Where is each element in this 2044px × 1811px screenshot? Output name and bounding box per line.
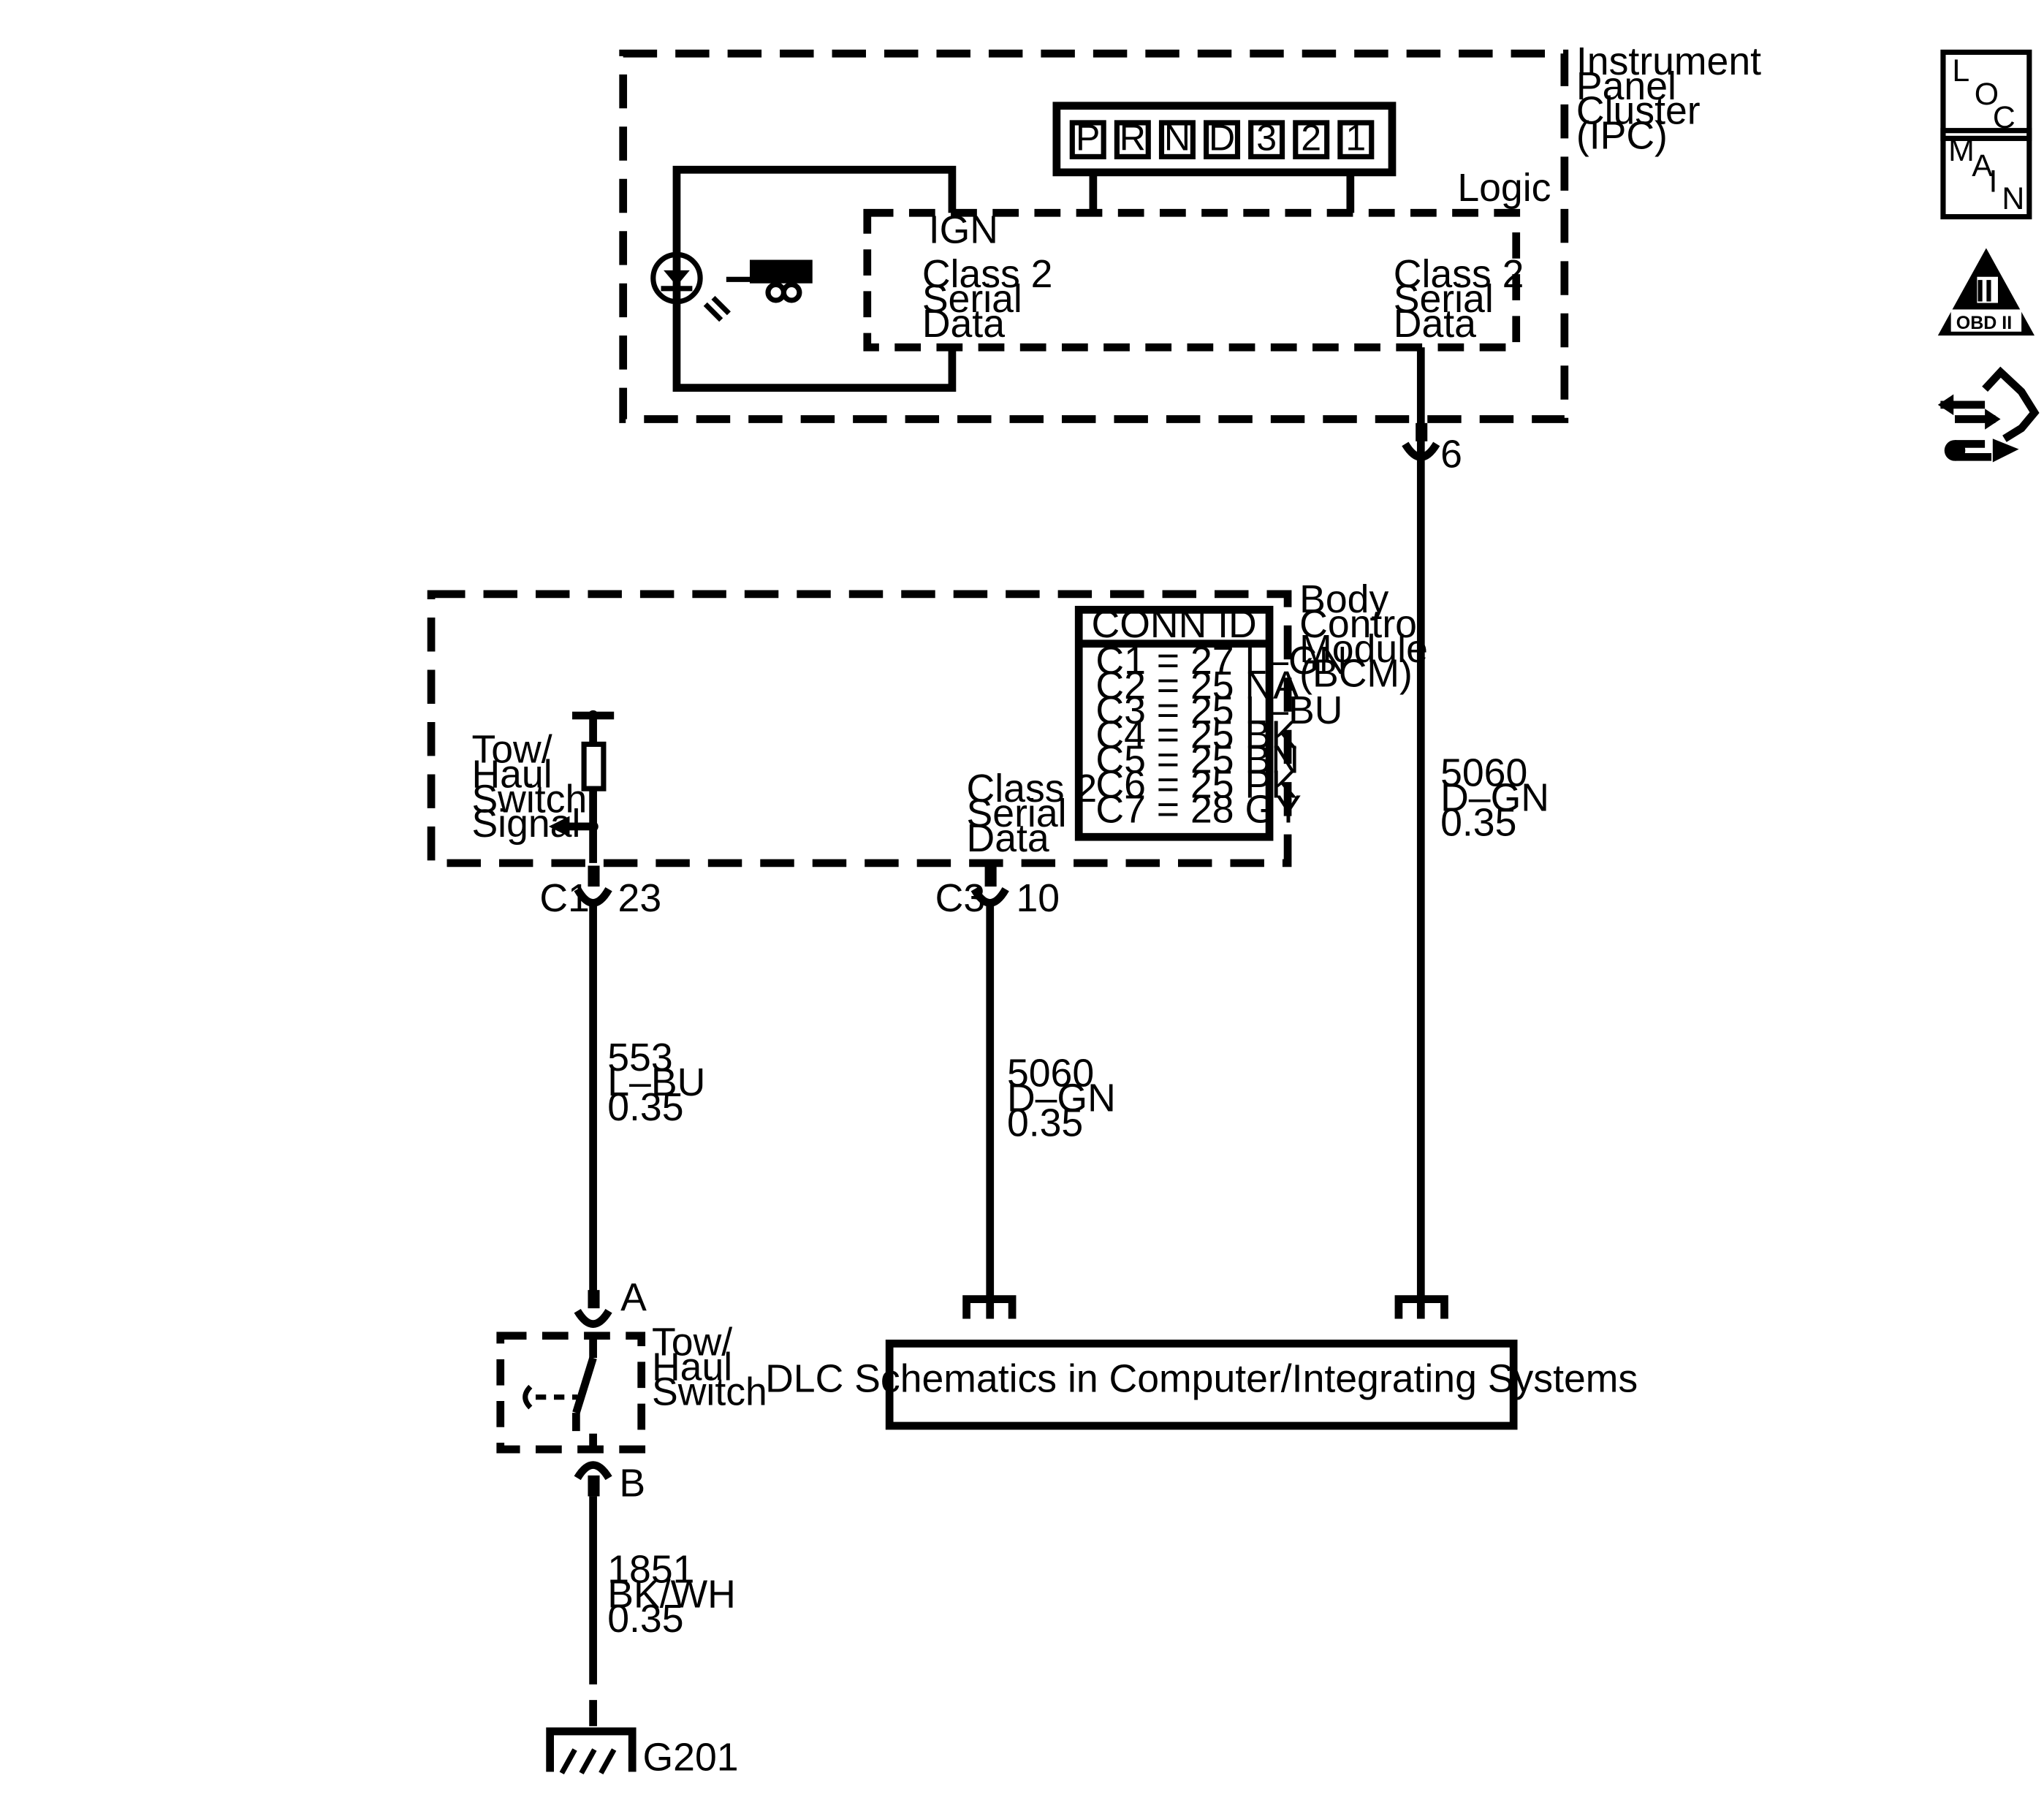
prnd-cell: N [1164, 117, 1190, 158]
wire-5060-right-line2: D–GN [1440, 775, 1549, 819]
ipc-left-serial-line1: Class 2 [922, 252, 1053, 296]
ipc-connector-pin: 6 [1440, 433, 1462, 477]
ipc-left-serial-line3: Data [922, 302, 1005, 346]
bcm-serial-line3: Data [967, 816, 1049, 860]
ground-label: G201 [642, 1736, 738, 1780]
wire-5060-left-circuit: C3 10 5060 D–GN 0.35 [935, 862, 1116, 1319]
wire-5060-right-line1: 5060 [1440, 751, 1527, 795]
svg-text:A: A [1972, 148, 1993, 183]
svg-text:OBD II: OBD II [1956, 313, 2012, 333]
ipc-serial-wire: 6 5060 D–GN 0.35 [1402, 347, 1549, 1319]
bcm-title-line1: Body [1299, 577, 1388, 621]
svg-text:O: O [1975, 77, 1999, 112]
conn-id-row: C4 = 25 BK [1095, 713, 1297, 757]
wire-553-line2: L–BU [607, 1060, 705, 1104]
ipc-title-line1: Instrument [1576, 39, 1761, 83]
c1-pin: 23 [618, 876, 662, 920]
wire-5060-left-line2: D–GN [1007, 1076, 1116, 1120]
tow-haul-switch: Tow/ Haul Switch [496, 1320, 767, 1454]
switch-pin-b: B [619, 1461, 645, 1505]
bcm-module: Body Control Module (BCM) CONN ID C1 = 2… [427, 577, 1428, 867]
wire-553-circuit: C1 23 553 L–BU 0.35 A [539, 865, 705, 1328]
prnd-cell-box [1158, 120, 1196, 159]
prnd-cell: P [1076, 117, 1100, 158]
prnd-cell-box [1069, 120, 1106, 159]
prnd-cell: D [1209, 117, 1235, 158]
switch-pin-a: A [620, 1276, 647, 1320]
wire-1851-line3: 0.35 [607, 1597, 683, 1641]
prnd-cell: 1 [1345, 117, 1366, 158]
prnd-cell: 2 [1301, 117, 1321, 158]
logic-label: Logic [1457, 166, 1551, 210]
c3-pin: 10 [1016, 876, 1060, 920]
conn-id-row: C3 = 25 L–BU [1095, 688, 1342, 732]
conn-id-title: CONN ID [1092, 602, 1257, 646]
ground-circuit: B 1851 BK/WH 0.35 G201 [546, 1461, 739, 1780]
wire-1851-line1: 1851 [607, 1547, 694, 1591]
tow-haul-signal-line3: Switch [471, 777, 587, 821]
wire-5060-left-line3: 0.35 [1007, 1101, 1083, 1144]
obd-icon[interactable]: II OBD II [1937, 248, 2035, 336]
wire-5060-left-line1: 5060 [1007, 1051, 1094, 1095]
svg-text:M: M [1948, 133, 1975, 168]
wire-553-line1: 553 [607, 1036, 672, 1079]
prnd-cell: R [1120, 117, 1146, 158]
bcm-title-line3: Module [1299, 627, 1428, 671]
wire-1851-line2: BK/WH [607, 1572, 736, 1616]
conn-id-row: C5 = 25 BN [1095, 738, 1299, 782]
ipc-right-serial-line2: Serial [1394, 277, 1494, 321]
loc-icon[interactable]: L O C [1940, 49, 2032, 141]
wire-5060-right-line3: 0.35 [1440, 800, 1516, 844]
dlc-box[interactable]: DLC Schematics in Computer/Integrating S… [765, 1295, 1638, 1430]
svg-text:II: II [1976, 274, 1994, 309]
svg-text:I: I [1988, 164, 1997, 200]
ipc-title-line4: (IPC) [1576, 114, 1668, 158]
switch-title-line1: Tow/ [652, 1320, 732, 1364]
bcm-title-line2: Control [1299, 602, 1426, 646]
ground-icon [546, 1727, 637, 1774]
tow-haul-signal-line1: Tow/ [471, 727, 552, 771]
switch-title-line2: Haul [652, 1345, 732, 1389]
c3-label: C3 [935, 876, 986, 920]
ipc-title-line3: Cluster [1576, 89, 1701, 133]
tow-haul-lamp-icon [650, 251, 731, 322]
bcm-serial-line1: Class 2 [967, 767, 1098, 810]
conn-id-row: C2 = 25 NA [1095, 664, 1299, 707]
conn-id-row: C7 = 28 GY [1095, 788, 1301, 832]
trailer-icon [726, 259, 813, 303]
bcm-serial-line2: Serial [967, 791, 1067, 835]
ign-label: IGN [929, 208, 998, 251]
prnd-cell-box [1293, 120, 1330, 159]
svg-text:N: N [2002, 181, 2024, 216]
svg-text:L: L [1952, 53, 1969, 88]
diagnostic-icon[interactable] [1937, 366, 2040, 463]
conn-id-row: C1 = 27 L–GN [1095, 639, 1347, 683]
ipc-right-serial-line3: Data [1394, 302, 1476, 346]
c1-label: C1 [539, 876, 589, 920]
switch-title-line3: Switch [652, 1370, 767, 1413]
dlc-label: DLC Schematics in Computer/Integrating S… [765, 1357, 1638, 1401]
ipc-left-serial-line2: Serial [922, 277, 1022, 321]
ipc-right-serial-line1: Class 2 [1394, 252, 1524, 296]
prnd-cell-box [1248, 120, 1285, 159]
prnd-cell: 3 [1256, 117, 1277, 158]
conn-id-row: C6 = 25 PK [1095, 763, 1297, 807]
main-icon[interactable]: M A I N [1940, 128, 2032, 220]
prnd-cell-box [1114, 120, 1151, 159]
tow-haul-signal-line2: Haul [471, 752, 552, 796]
ipc-title-line2: Panel [1576, 64, 1676, 108]
prnd-cell-box [1337, 120, 1375, 159]
tow-haul-signal-line4: Signal [471, 802, 580, 846]
prnd-cell-box [1204, 120, 1241, 159]
bcm-title-line4: (BCM) [1299, 652, 1413, 696]
wire-553-line3: 0.35 [607, 1085, 683, 1129]
